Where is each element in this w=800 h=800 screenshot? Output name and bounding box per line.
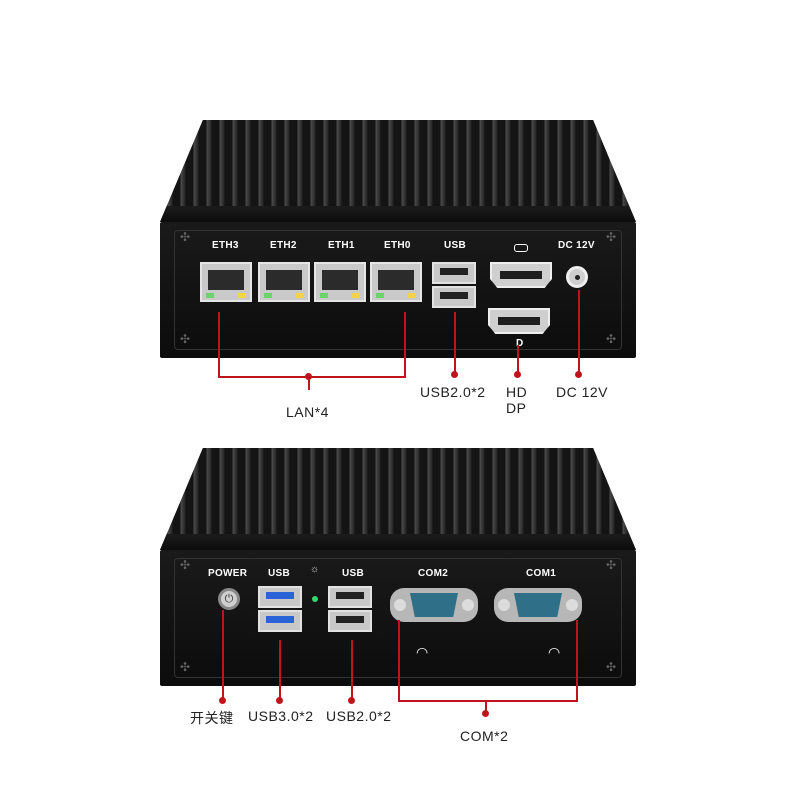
usb2-port-upper [432, 262, 476, 284]
callout-line [578, 290, 580, 376]
caption-dc: DC 12V [556, 384, 609, 400]
led-icon [206, 293, 214, 298]
usb3-port-lower [258, 610, 302, 632]
label-usb3: USB [268, 568, 291, 579]
callout-line [222, 610, 224, 702]
wifi-icon: ◠ [416, 644, 429, 660]
led-icon [376, 293, 384, 298]
callout-line [279, 640, 281, 702]
usb3-port-upper [258, 586, 302, 608]
caption-com: COM*2 [460, 728, 509, 744]
callout-dot [305, 373, 312, 380]
displayport-icon: D [516, 338, 524, 349]
power-icon: ⏻ [224, 593, 234, 605]
label-com2: COM2 [418, 568, 449, 579]
label-eth2: ETH2 [270, 240, 297, 251]
callout-line [517, 345, 519, 375]
callout-line [308, 378, 310, 390]
caption-lan: LAN*4 [286, 404, 329, 420]
led-icon [408, 293, 416, 298]
status-led [312, 596, 318, 602]
label-com1: COM1 [526, 568, 557, 579]
screw-icon: ✣ [180, 660, 191, 674]
dc-power-jack [566, 266, 588, 288]
label-usb: USB [444, 240, 467, 251]
screw-icon: ✣ [606, 332, 617, 346]
mini-pc-front: ✣ ✣ ✣ ✣ ETH3 ETH2 ETH1 ETH0 USB DC 12V D [160, 120, 636, 358]
caption-power-switch: 开关键 [190, 710, 234, 726]
callout-dot [482, 710, 489, 717]
callout-line [454, 312, 456, 376]
callout-line [218, 376, 406, 378]
callout-line [398, 620, 400, 702]
led-icon [296, 293, 304, 298]
caption-usb2-bottom: USB2.0*2 [326, 708, 392, 724]
ethernet-port-eth2 [258, 262, 310, 302]
label-eth3: ETH3 [212, 240, 239, 251]
heatsink-fins [160, 120, 636, 222]
hdmi-port [490, 262, 552, 288]
callout-dot [348, 697, 355, 704]
callout-dot [514, 371, 521, 378]
callout-dot [276, 697, 283, 704]
callout-dot [575, 371, 582, 378]
label-power: POWER [208, 568, 248, 579]
ethernet-port-eth1 [314, 262, 366, 302]
usb-c-icon [514, 244, 528, 252]
callout-line [398, 700, 578, 702]
callout-line [218, 312, 220, 378]
led-icon [352, 293, 360, 298]
panel-bezel [174, 230, 622, 350]
com2-serial-port [390, 588, 478, 622]
callout-dot [451, 371, 458, 378]
usb2-port-lower [328, 610, 372, 632]
callout-dot [219, 697, 226, 704]
caption-dp: DP [506, 400, 527, 416]
screw-icon: ✣ [606, 230, 617, 244]
callout-line [576, 620, 578, 702]
ethernet-port-eth0 [370, 262, 422, 302]
screw-icon: ✣ [180, 558, 191, 572]
power-button[interactable]: ⏻ [218, 588, 240, 610]
wifi-icon: ◠ [548, 644, 561, 660]
led-icon [320, 293, 328, 298]
led-icon [264, 293, 272, 298]
led-icon [238, 293, 246, 298]
label-eth1: ETH1 [328, 240, 355, 251]
screw-icon: ✣ [606, 558, 617, 572]
usb2-port-lower [432, 286, 476, 308]
com1-serial-port [494, 588, 582, 622]
displayport-port [488, 308, 550, 334]
label-eth0: ETH0 [384, 240, 411, 251]
io-panel-top: ✣ ✣ ✣ ✣ ETH3 ETH2 ETH1 ETH0 USB DC 12V D [160, 222, 636, 358]
label-dc: DC 12V [558, 240, 595, 251]
callout-line [351, 640, 353, 702]
caption-hd: HD [506, 384, 528, 400]
label-usb2: USB [342, 568, 365, 579]
caption-usb2: USB2.0*2 [420, 384, 486, 400]
callout-line [485, 700, 487, 712]
usb2-port-upper [328, 586, 372, 608]
led-icon: ☼ [310, 564, 320, 575]
ethernet-port-eth3 [200, 262, 252, 302]
screw-icon: ✣ [180, 332, 191, 346]
screw-icon: ✣ [180, 230, 191, 244]
heatsink-fins [160, 448, 636, 550]
caption-usb3: USB3.0*2 [248, 708, 314, 724]
callout-line [404, 312, 406, 378]
screw-icon: ✣ [606, 660, 617, 674]
